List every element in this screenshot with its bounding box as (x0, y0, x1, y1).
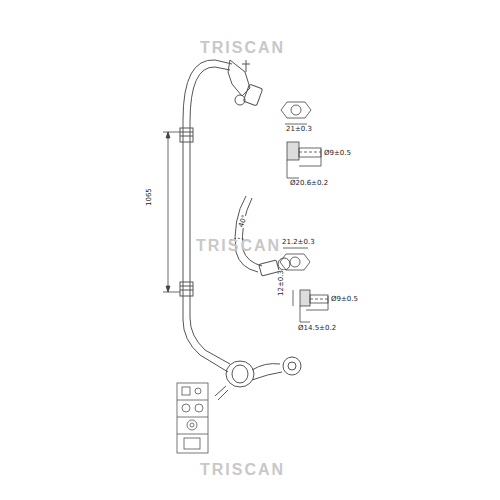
icon-panel (177, 383, 208, 453)
dimension-label: 12±0.3 (278, 270, 285, 296)
fitting-detail (280, 102, 328, 322)
dimension-label: 21±0.3 (286, 126, 312, 133)
ac-hose (180, 60, 301, 400)
dimension-label: Ø14.5±0.2 (298, 325, 336, 332)
dimension-line (163, 132, 180, 292)
dimension-label: Ø20.6±0.2 (290, 180, 328, 187)
angle-label: 40° (238, 214, 249, 228)
dimension-label: Ø9±0.5 (331, 296, 358, 303)
dimension-label: 1065 (146, 188, 153, 206)
watermark: TRISCAN (200, 462, 285, 478)
dimension-label: Ø9±0.5 (324, 150, 351, 157)
watermark: TRISCAN (200, 40, 285, 56)
dimension-label: 21.2±0.3 (282, 239, 315, 246)
watermark: TRISCAN (196, 238, 281, 254)
